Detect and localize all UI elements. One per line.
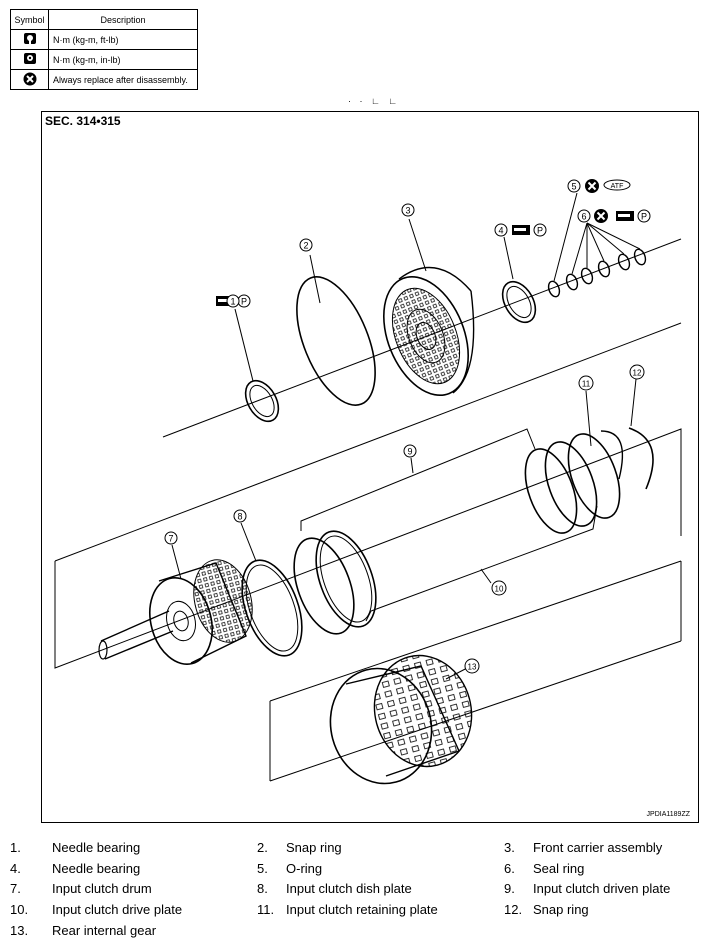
torque-p-icon: P [641, 212, 647, 222]
callout-5: 5 [571, 182, 576, 192]
driven-plate-9 [293, 537, 355, 635]
seal-ring-6b [580, 267, 594, 285]
cropped-mark: · · ∟ ∟ [348, 96, 401, 106]
parts-list-item: 8.Input clutch dish plate [257, 881, 412, 896]
legend-row-2-symbol [10, 49, 49, 70]
dish-plate-8 [241, 559, 303, 657]
rear-internal-gear [329, 654, 473, 785]
torque-p-icon: P [241, 297, 247, 307]
drive-plate-10 [315, 530, 377, 628]
parts-list-item: 12.Snap ring [504, 902, 589, 917]
needle-bearing-1 [244, 379, 280, 423]
callout-1: 1 [230, 297, 235, 307]
symbol-legend-table: Symbol Description N·m (kg-m, ft-lb) N·m… [10, 9, 198, 90]
legend-row-3-text: Always replace after disassembly. [48, 69, 198, 90]
legend-row-3-symbol [10, 69, 49, 90]
parts-list-item: 3.Front carrier assembly [504, 840, 663, 855]
seal-ring-6d [617, 253, 631, 271]
o-ring-5 [547, 280, 561, 298]
callout-13: 13 [468, 663, 477, 672]
needle-bearing-4 [501, 280, 537, 324]
callout-8: 8 [237, 512, 242, 522]
parts-list-item: 7.Input clutch drum [10, 881, 152, 896]
atf-label: ATF [611, 183, 624, 190]
callout-2: 2 [303, 241, 308, 251]
callout-11: 11 [582, 380, 591, 389]
legend-header-symbol: Symbol [10, 9, 49, 30]
parts-list-item: 2.Snap ring [257, 840, 342, 855]
snap-ring-2 [296, 276, 376, 406]
section-label: SEC. 314•315 [45, 114, 121, 128]
parts-list-item: 5.O-ring [257, 861, 323, 876]
legend-row-2-text: N·m (kg-m, in-lb) [48, 49, 198, 70]
callout-3: 3 [405, 206, 410, 216]
input-clutch-drum [98, 559, 253, 666]
legend-row-1-symbol [10, 29, 49, 50]
callout-6: 6 [581, 212, 586, 222]
callout-7: 7 [168, 534, 173, 544]
parts-list-item: 11.Input clutch retaining plate [257, 902, 438, 917]
parts-list-item: 9.Input clutch driven plate [504, 881, 671, 896]
parts-list-item: 10.Input clutch drive plate [10, 902, 183, 917]
torque-wrench-small-icon [23, 53, 36, 64]
seal-ring-6e [633, 248, 647, 266]
callout-10: 10 [495, 585, 504, 594]
middle-bracket [54, 428, 682, 669]
parts-list-item: 4.Needle bearing [10, 861, 141, 876]
legend-row-1-text: N·m (kg-m, ft-lb) [48, 29, 198, 50]
callout-9: 9 [407, 447, 412, 457]
callout-12: 12 [633, 369, 642, 378]
legend-header-description: Description [48, 9, 198, 30]
exploded-view-diagram: P P P ATF 1 2 3 4 5 6 7 8 9 10 11 12 13 [54, 178, 682, 785]
parts-list-item: 6.Seal ring [504, 861, 585, 876]
seal-ring-6c [597, 260, 611, 278]
snap-ring-12 [628, 427, 654, 490]
torque-wrench-icon [23, 33, 36, 44]
retaining-plate-11 [567, 433, 621, 519]
seal-ring-6a [565, 273, 579, 291]
torque-p-icon: P [537, 226, 543, 236]
callout-4: 4 [498, 226, 503, 236]
diagram-frame [41, 111, 699, 823]
parts-list-item: 13.Rear internal gear [10, 923, 157, 938]
replace-x-icon [23, 72, 36, 85]
front-carrier-assembly [383, 266, 475, 397]
parts-list-item: 1.Needle bearing [10, 840, 141, 855]
figure-code: JPDIA1189ZZ [646, 811, 690, 818]
